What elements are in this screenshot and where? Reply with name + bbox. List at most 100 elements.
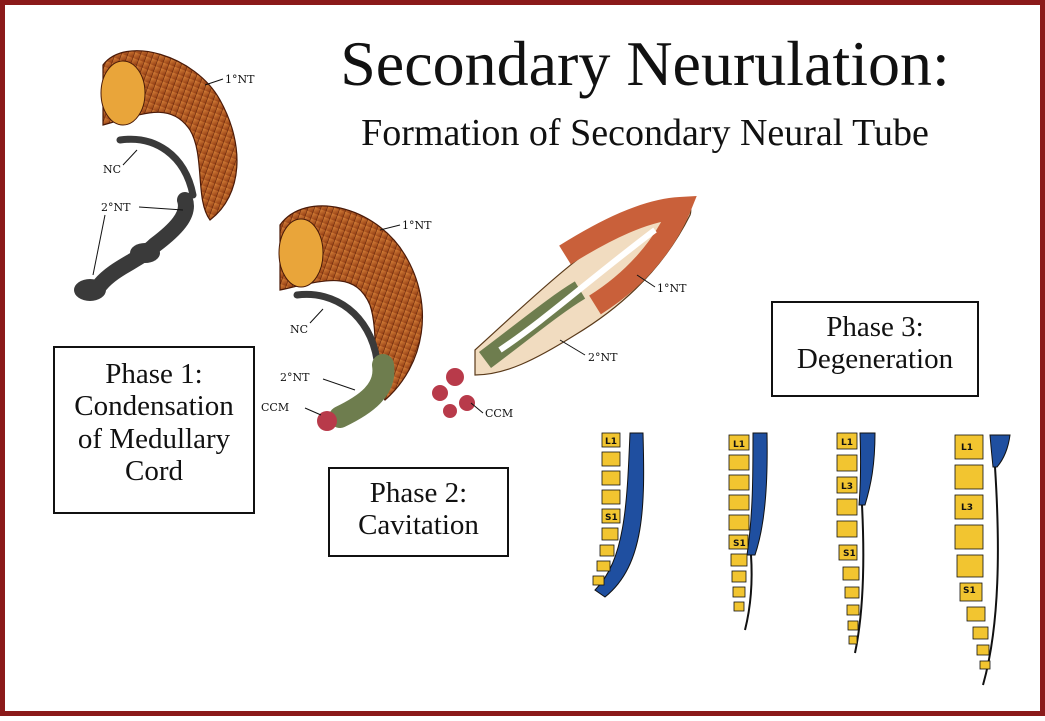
slide-subtitle: Formation of Secondary Neural Tube bbox=[361, 112, 929, 154]
vertebra bbox=[728, 434, 750, 451]
leader-line-nc-1 bbox=[122, 149, 138, 166]
slide-title: Secondary Neurulation: bbox=[340, 28, 950, 99]
secondary-tube-green-2 bbox=[329, 354, 395, 428]
vertebra bbox=[847, 620, 859, 631]
notochord-1 bbox=[116, 135, 197, 199]
cord-cluster-1 bbox=[74, 279, 106, 301]
phase-3-line-2: Degeneration bbox=[796, 343, 954, 376]
vertebra bbox=[728, 494, 750, 511]
leader-line-1nt-1 bbox=[204, 78, 224, 86]
vertebra bbox=[599, 544, 615, 557]
leader-line-ccm-2 bbox=[304, 407, 322, 416]
vertebra bbox=[601, 527, 619, 541]
leader-line-nc-2 bbox=[309, 308, 324, 324]
spinal-cord-2 bbox=[746, 432, 768, 556]
vertebra bbox=[601, 432, 621, 448]
phase-1-box: Phase 1: Condensation of Medullary Cord bbox=[53, 346, 255, 514]
phase-1-line-3: of Medullary bbox=[77, 422, 231, 455]
vertebra bbox=[846, 604, 860, 616]
vertebra bbox=[956, 554, 984, 578]
vertebra bbox=[972, 626, 989, 640]
vertebra bbox=[601, 508, 621, 524]
vertebra bbox=[728, 474, 750, 491]
tube-cross-section-2 bbox=[278, 218, 324, 288]
spinal-cord-1 bbox=[594, 432, 645, 598]
spine-stage-1: L1 S1 bbox=[592, 432, 645, 598]
phase2-illustration-a: 1°NT NC 2°NT CCM bbox=[261, 205, 432, 431]
vertebra bbox=[730, 553, 748, 567]
vertebra bbox=[976, 644, 990, 656]
filum-3 bbox=[854, 504, 865, 654]
vertebra bbox=[836, 476, 858, 494]
leader-line-2nt-2 bbox=[322, 378, 356, 391]
vertebra bbox=[836, 454, 858, 472]
spine-stage-4: L1 L3 S1 bbox=[954, 434, 1011, 686]
phase-1-line-2: Condensation bbox=[74, 390, 234, 423]
vertebra bbox=[728, 454, 750, 471]
vertebra-label-l1-1: L1 bbox=[605, 437, 617, 447]
phase1-illustration: 1°NT NC 2°NT bbox=[74, 50, 255, 301]
vertebra bbox=[592, 575, 605, 586]
label-nc-phase1: NC bbox=[103, 163, 121, 176]
label-ccm-phase2a: CCM bbox=[261, 401, 289, 414]
leader-line-2nt-3 bbox=[559, 339, 586, 356]
spinal-cord-3 bbox=[858, 432, 876, 506]
vertebra-label-s1-3: S1 bbox=[843, 549, 856, 559]
ccm-cell-d bbox=[443, 404, 457, 418]
vertebra bbox=[848, 635, 858, 645]
vertebra-label-l1-3: L1 bbox=[841, 438, 853, 448]
label-1nt-phase2a: 1°NT bbox=[402, 219, 432, 232]
vertebra bbox=[728, 514, 750, 531]
vertebra-label-l3-3: L3 bbox=[841, 482, 853, 492]
phase-3-line-1: Phase 3: bbox=[826, 311, 924, 343]
vertebra bbox=[966, 606, 986, 622]
vertebra bbox=[836, 498, 858, 516]
leader-line-2nt-1 bbox=[138, 206, 184, 211]
vertebra bbox=[979, 660, 991, 670]
tube-lumen bbox=[498, 227, 657, 353]
vertebra-label-s1-2: S1 bbox=[733, 539, 746, 549]
vertebra bbox=[836, 432, 858, 450]
cord-cluster-2 bbox=[130, 243, 160, 263]
spinal-cord-4 bbox=[989, 434, 1011, 468]
phase-1-line-4: Cord bbox=[125, 455, 183, 488]
leader-line-1nt-2 bbox=[379, 224, 401, 231]
vertebra bbox=[954, 494, 984, 520]
vertebra bbox=[954, 524, 984, 550]
phase-3-box: Phase 3: Degeneration bbox=[771, 301, 979, 397]
vertebra bbox=[844, 586, 860, 599]
phase-2-line-2: Cavitation bbox=[358, 509, 479, 542]
diagram-artwork: 1°NT NC 2°NT 1°NT NC 2°NT CCM bbox=[74, 50, 1011, 686]
leader-line-1nt-3 bbox=[636, 274, 656, 288]
vertebra-label-s1-1: S1 bbox=[605, 513, 618, 523]
phase-2-box: Phase 2: Cavitation bbox=[328, 467, 509, 557]
vertebra bbox=[601, 489, 621, 505]
filum-2 bbox=[744, 554, 753, 631]
tube-cross-section-1 bbox=[100, 60, 146, 126]
label-1nt-phase2b: 1°NT bbox=[657, 282, 687, 295]
vertebra bbox=[731, 570, 747, 583]
vertebra bbox=[601, 451, 621, 467]
leader-line-ccm-3 bbox=[470, 402, 484, 414]
phase3-illustration: L1 S1 L1 bbox=[592, 432, 1011, 686]
vertebra bbox=[838, 544, 858, 561]
ccm-cells-2 bbox=[317, 411, 337, 431]
vertebra-label-l1-2: L1 bbox=[733, 440, 745, 450]
vertebra bbox=[954, 434, 984, 460]
vertebra bbox=[842, 566, 860, 581]
phase2-illustration-b: 1°NT 2°NT CCM bbox=[432, 196, 697, 420]
vertebra bbox=[732, 586, 746, 598]
spine-stage-2: L1 S1 bbox=[728, 432, 768, 631]
leader-line-2nt-1b bbox=[92, 214, 106, 276]
label-2nt-phase2b: 2°NT bbox=[588, 351, 618, 364]
medullary-cord-1 bbox=[92, 192, 194, 293]
label-2nt-phase2a: 2°NT bbox=[280, 371, 310, 384]
vertebra-label-s1-4: S1 bbox=[963, 586, 976, 596]
label-nc-phase2a: NC bbox=[290, 323, 308, 336]
vertebra bbox=[954, 464, 984, 490]
vertebra bbox=[733, 601, 745, 612]
vertebra bbox=[836, 520, 858, 538]
phase-1-line-1: Phase 1: bbox=[105, 358, 203, 390]
notochord-2 bbox=[293, 290, 381, 364]
